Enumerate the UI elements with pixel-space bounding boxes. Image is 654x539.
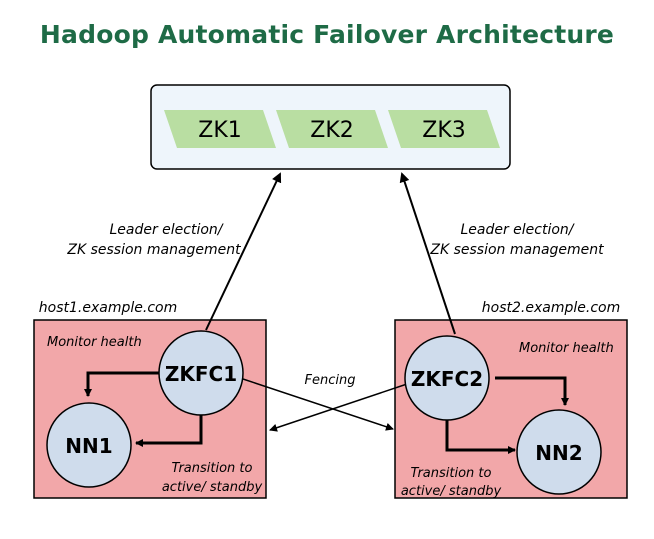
host1-monitor-label: Monitor health: [47, 335, 142, 350]
nn2-label: NN2: [535, 441, 582, 465]
host2-monitor-label: Monitor health: [519, 341, 614, 356]
host1-transition-line1: Transition to: [172, 461, 253, 476]
host1-transition-arrow: [135, 413, 203, 447]
zkfc2-label: ZKFC2: [411, 367, 483, 391]
nn1-node: NN1: [46, 402, 132, 488]
zk-node-2: ZK2: [276, 110, 388, 148]
zkfc1-to-zk-arrow: [205, 172, 282, 331]
nn2-node: NN2: [516, 409, 602, 495]
zk-node-1-label: ZK1: [198, 118, 242, 143]
right-annotation-line1: Leader election/: [460, 222, 574, 238]
zkfc2-node: ZKFC2: [404, 335, 490, 421]
zk-node-2-label: ZK2: [310, 118, 354, 143]
fencing-arrow-to-host2: [239, 377, 394, 431]
left-annotation-line1: Leader election/: [109, 222, 223, 238]
host2-transition-line2: active/ standby: [401, 484, 502, 499]
host2-monitor-arrow: [495, 376, 569, 406]
left-annotation-line2: ZK session management: [66, 242, 241, 258]
host1-monitor-arrow: [84, 371, 160, 397]
zk-node-1: ZK1: [164, 110, 276, 148]
host2-transition-arrow: [445, 415, 516, 454]
zk-node-3-label: ZK3: [422, 118, 466, 143]
nn1-label: NN1: [65, 434, 112, 458]
diagram-title: Hadoop Automatic Failover Architecture: [39, 20, 615, 49]
zkfc1-node: ZKFC1: [158, 330, 244, 416]
host2-hostname: host2.example.com: [482, 300, 620, 316]
right-annotation-line2: ZK session management: [429, 242, 604, 258]
fencing-arrow-to-host1: [269, 382, 411, 432]
zk-node-3: ZK3: [388, 110, 500, 148]
host2-transition-line1: Transition to: [411, 466, 492, 481]
zkfc2-to-zk-arrow: [399, 172, 456, 335]
fencing-label: Fencing: [305, 373, 356, 388]
host1-hostname: host1.example.com: [39, 300, 177, 316]
zkfc1-label: ZKFC1: [165, 362, 237, 386]
host1-transition-line2: active/ standby: [162, 480, 263, 495]
